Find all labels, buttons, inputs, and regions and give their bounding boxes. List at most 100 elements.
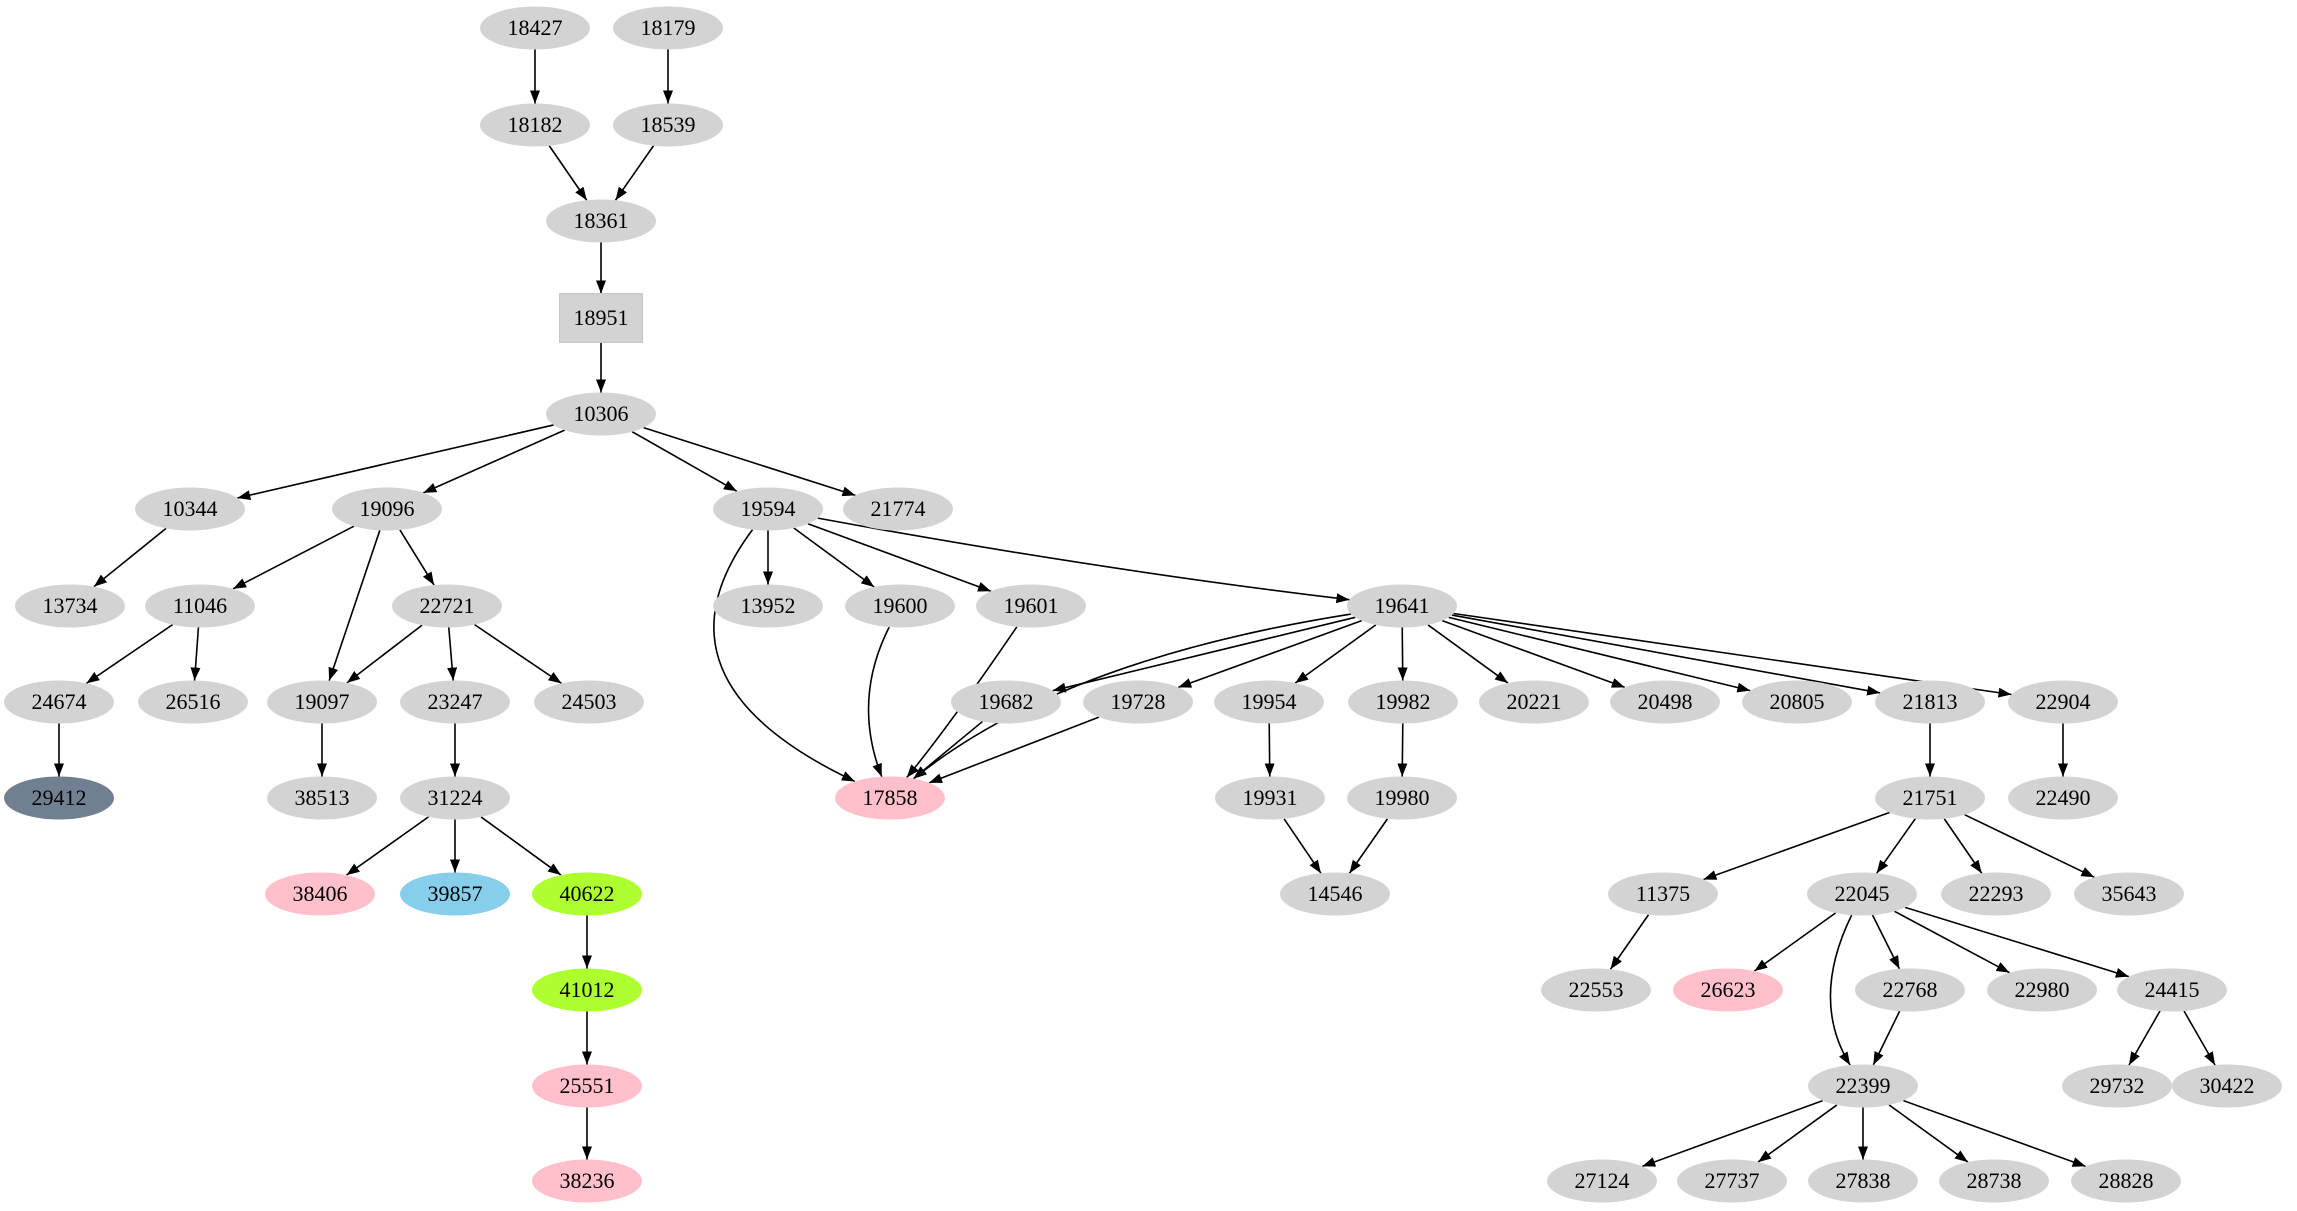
node-18179: 18179: [613, 6, 723, 50]
node-ellipse-shape: [392, 584, 502, 628]
node-label: 40622: [560, 881, 615, 906]
node-ellipse-shape: [1215, 776, 1325, 820]
edge-19641-19954: [1294, 624, 1377, 684]
node-28828: 28828: [2071, 1159, 2181, 1203]
node-ellipse-shape: [2117, 968, 2227, 1012]
node-label: 24503: [562, 689, 617, 714]
node-label: 19601: [1004, 593, 1059, 618]
node-ellipse-shape: [2074, 872, 2184, 916]
edge-19601-17858: [906, 626, 1018, 779]
edge-22045-26623: [1753, 912, 1837, 972]
node-ellipse-shape: [480, 103, 590, 147]
node-label: 31224: [428, 785, 483, 810]
node-22045: 22045: [1807, 872, 1917, 916]
node-ellipse-shape: [1479, 680, 1589, 724]
edge-19728-17858: [928, 716, 1100, 784]
node-19600: 19600: [845, 584, 955, 628]
node-19594: 19594: [713, 487, 823, 531]
node-ellipse-shape: [135, 487, 245, 531]
node-label: 19728: [1111, 689, 1166, 714]
node-ellipse-shape: [4, 680, 114, 724]
edge-24415-30422: [2183, 1010, 2216, 1066]
node-20221: 20221: [1479, 680, 1589, 724]
node-41012: 41012: [532, 968, 642, 1012]
node-39857: 39857: [400, 872, 510, 916]
edge-11046-24674: [85, 623, 174, 685]
edge-22399-27737: [1757, 1104, 1838, 1163]
node-label: 19682: [979, 689, 1034, 714]
node-21774: 21774: [843, 487, 953, 531]
node-27737: 27737: [1677, 1159, 1787, 1203]
node-label: 19982: [1376, 689, 1431, 714]
edge-19954-19931: [1264, 723, 1275, 777]
node-22399: 22399: [1808, 1064, 1918, 1108]
edge-19641-17858: [913, 613, 1352, 780]
node-ellipse-shape: [1547, 1159, 1657, 1203]
node-label: 18951: [574, 305, 629, 330]
node-ellipse-shape: [1939, 1159, 2049, 1203]
node-26623: 26623: [1673, 968, 1783, 1012]
node-label: 19594: [741, 496, 796, 521]
edge-19641-20221: [1427, 624, 1509, 684]
node-label: 24415: [2145, 977, 2200, 1002]
node-label: 23247: [428, 689, 483, 714]
node-24415: 24415: [2117, 968, 2227, 1012]
node-30422: 30422: [2172, 1064, 2282, 1108]
node-label: 18539: [641, 112, 696, 137]
node-18427: 18427: [480, 6, 590, 50]
node-label: 11046: [173, 593, 227, 618]
node-label: 26623: [1701, 977, 1756, 1002]
node-ellipse-shape: [4, 776, 114, 820]
node-ellipse-shape: [1875, 776, 1985, 820]
edge-19641-19982: [1397, 627, 1408, 681]
node-label: 28828: [2099, 1168, 2154, 1193]
node-ellipse-shape: [2008, 680, 2118, 724]
node-label: 19600: [873, 593, 928, 618]
node-19641: 19641: [1347, 584, 1457, 628]
node-ellipse-shape: [1941, 872, 2051, 916]
edge-21751-35643: [1964, 813, 2095, 879]
node-label: 14546: [1308, 881, 1363, 906]
edge-19641-19728: [1177, 619, 1363, 689]
node-ellipse-shape: [1347, 584, 1457, 628]
node-ellipse-shape: [534, 680, 644, 724]
node-ellipse-shape: [845, 584, 955, 628]
edge-22399-28738: [1888, 1104, 1969, 1163]
node-label: 27838: [1836, 1168, 1891, 1193]
edge-18539-18361: [614, 145, 655, 201]
node-22553: 22553: [1541, 968, 1651, 1012]
node-31224: 31224: [400, 776, 510, 820]
node-ellipse-shape: [1347, 776, 1457, 820]
node-17858: 17858: [835, 776, 945, 820]
edge-31224-38406: [346, 816, 429, 876]
node-label: 30422: [2200, 1073, 2255, 1098]
edge-18182-18361: [548, 145, 588, 201]
node-label: 39857: [428, 881, 483, 906]
node-ellipse-shape: [2071, 1159, 2181, 1203]
edge-22045-24415: [1904, 906, 2130, 978]
edge-24415-29732: [2128, 1010, 2161, 1066]
edge-19594-19600: [793, 527, 875, 588]
node-label: 18361: [574, 208, 629, 233]
node-ellipse-shape: [2008, 776, 2118, 820]
edge-10306-19594: [631, 431, 738, 492]
node-19682: 19682: [951, 680, 1061, 724]
node-ellipse-shape: [1855, 968, 1965, 1012]
edge-19594-19601: [807, 523, 992, 592]
node-ellipse-shape: [835, 776, 945, 820]
node-24674: 24674: [4, 680, 114, 724]
node-19728: 19728: [1083, 680, 1193, 724]
node-ellipse-shape: [1280, 872, 1390, 916]
node-ellipse-shape: [532, 1064, 642, 1108]
node-ellipse-shape: [951, 680, 1061, 724]
edge-10306-19096: [423, 429, 565, 494]
node-ellipse-shape: [1541, 968, 1651, 1012]
node-ellipse-shape: [713, 487, 823, 531]
node-ellipse-shape: [400, 776, 510, 820]
node-ellipse-shape: [138, 680, 248, 724]
node-21813: 21813: [1875, 680, 1985, 724]
node-label: 22293: [1969, 881, 2024, 906]
node-ellipse-shape: [713, 584, 823, 628]
node-label: 19097: [295, 689, 350, 714]
